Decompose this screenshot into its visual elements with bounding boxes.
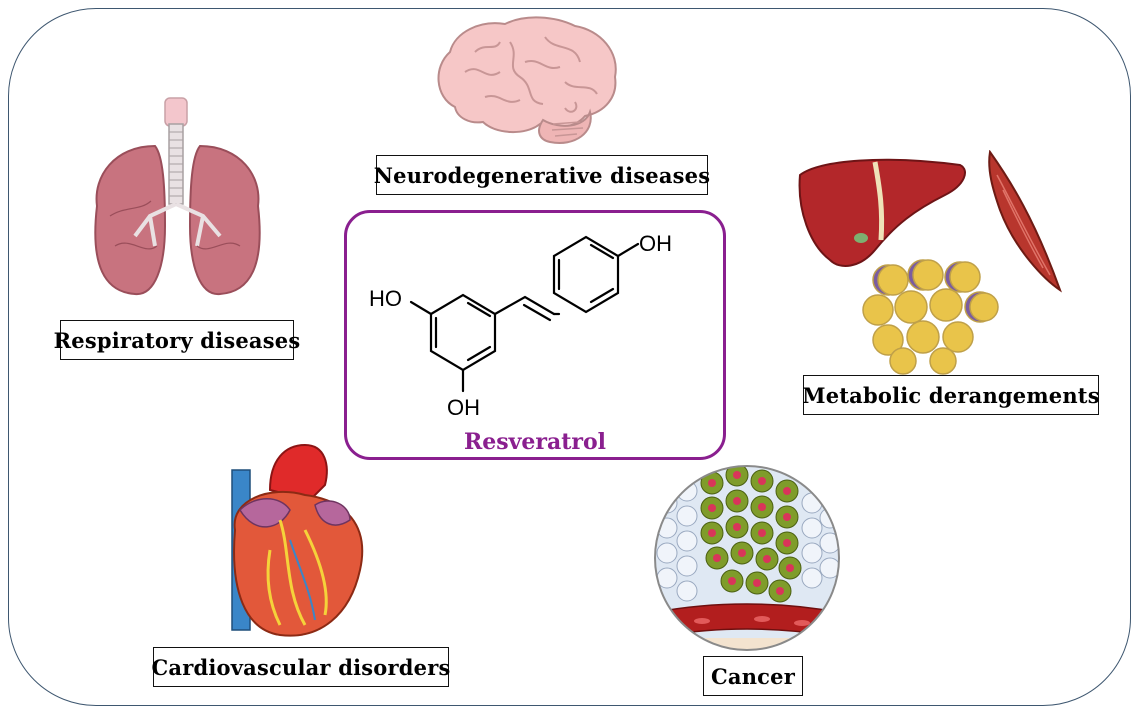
cardio-label: Cardiovascular disorders (152, 647, 450, 687)
resveratrol-box: OH HO OH Resveratrol (344, 210, 726, 460)
neuro-label: Neurodegenerative diseases (374, 155, 710, 195)
cancer-label: Cancer (703, 656, 803, 696)
oh-bottom-text: OH (447, 395, 480, 420)
brain-icon (437, 16, 617, 144)
heart-icon (231, 443, 364, 637)
compound-name: Resveratrol (463, 429, 607, 455)
oh-top-text: OH (639, 231, 672, 256)
rounded-frame (8, 8, 1131, 706)
ho-left-text: HO (369, 286, 402, 311)
resveratrol-structure: OH HO OH (369, 231, 672, 420)
muscle-icon (988, 150, 1062, 293)
liver-icon (798, 158, 966, 267)
lungs-icon (94, 97, 261, 296)
tumor-cells-icon (654, 465, 840, 651)
metabolic-label: Metabolic derangements (802, 375, 1100, 415)
fat-cells-icon (862, 259, 999, 375)
respiratory-label: Respiratory diseases (54, 320, 300, 360)
